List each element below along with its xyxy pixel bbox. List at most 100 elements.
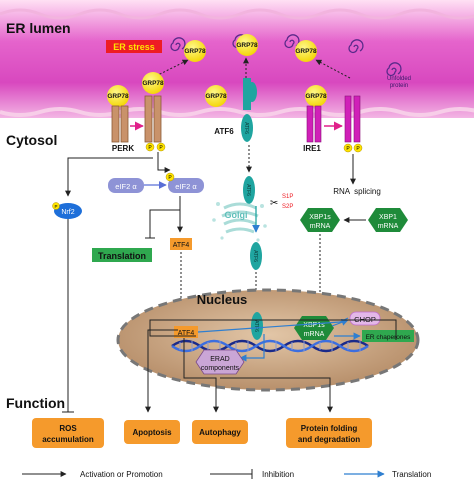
- er-chaperones-box: [362, 330, 414, 342]
- function-boxes: [32, 418, 372, 448]
- grp78-free-3: [295, 40, 317, 62]
- grp78-label: GRP78: [107, 93, 129, 100]
- erad-hexagon: [195, 349, 245, 375]
- grp78-label: GRP78: [184, 48, 206, 55]
- xbp1s-text-1: XBP1s: [309, 214, 331, 221]
- translation-box: [92, 248, 152, 262]
- grp78-free-2: [236, 34, 258, 56]
- golgi-label: Golgi: [225, 210, 248, 220]
- grp78-label: GRP78: [305, 93, 327, 100]
- golgi-apparatus: [221, 202, 259, 234]
- translation-text: Translation: [98, 251, 146, 261]
- erad-text-2: components: [201, 365, 240, 372]
- perk-receptor: [111, 95, 162, 143]
- phospho-label: P: [159, 145, 163, 151]
- xbp1-text-1: XBP1: [379, 214, 397, 221]
- nrf2-text: Nrf2: [61, 209, 74, 216]
- er-stress-banner: [106, 40, 162, 53]
- er-membrane-band: [0, 0, 474, 118]
- function-label: Function: [6, 395, 65, 411]
- ire1-receptor: [306, 95, 361, 143]
- chop-box: [349, 311, 381, 326]
- atf4-nuclear-text: ATF4: [178, 330, 195, 337]
- xbp1s-hexagon: [300, 208, 340, 232]
- function-protein-line1: Protein folding: [301, 424, 358, 433]
- function-ros-line2: accumulation: [42, 435, 94, 444]
- grp78-release-arrows: [155, 57, 351, 79]
- grp78-perk-bound: [107, 85, 129, 107]
- protein-folding-box: [286, 418, 372, 448]
- function-apoptosis: Apoptosis: [132, 428, 172, 437]
- eif2a-text: eIF2 α: [115, 182, 137, 191]
- grp78-perk-stress: [142, 72, 164, 94]
- autophagy-box: [192, 420, 248, 444]
- er-membrane-top-edge: [0, 8, 474, 20]
- dna-helix: [171, 339, 369, 353]
- grp78-label: GRP78: [295, 48, 317, 55]
- grp78-atf6-bound: [205, 85, 227, 107]
- atf4-cytosol-text: ATF4: [173, 242, 190, 249]
- phospho-label: P: [54, 204, 57, 209]
- phospho-label: P: [168, 175, 172, 181]
- function-autophagy: Autophagy: [199, 428, 241, 437]
- nuclear-translation-arrows: [197, 317, 361, 362]
- eif2a-phospho-box: [168, 178, 204, 193]
- xbp1s-nuclear-text-2: mRNA: [304, 331, 325, 338]
- legend: Activation or Promotion Inhibition Trans…: [22, 469, 431, 479]
- grp78-circles: [107, 34, 327, 107]
- nrf2-phospho-dot: [52, 202, 60, 210]
- eif2a-phospho-dot: [165, 172, 175, 182]
- s1p-label: S1P: [282, 194, 293, 200]
- atf6-vesicle-1-label: ATF6: [245, 184, 251, 196]
- atf6-label: ATF6: [214, 127, 234, 136]
- eif2a-phospho-text: eIF2 α: [175, 182, 197, 191]
- phospho-label: P: [148, 145, 152, 151]
- atf4-nuclear-box: [174, 326, 198, 338]
- er-membrane-bottom-edge: [0, 107, 474, 117]
- function-ros-line1: ROS: [59, 424, 77, 433]
- golgi-vesicles: [212, 202, 267, 242]
- ire1-label: IRE1: [303, 144, 321, 153]
- xbp1s-nuclear-hexagon: [294, 316, 334, 340]
- perk-phospho-1: [145, 142, 155, 152]
- perk-label: PERK: [112, 144, 134, 153]
- unfolded-protein-label-2: protein: [390, 83, 408, 89]
- scissors-icon: ✂: [270, 198, 278, 209]
- grp78-label: GRP78: [205, 93, 227, 100]
- er-chaperones-text: ER chaperones: [366, 334, 412, 341]
- xbp1-text-2: mRNA: [378, 223, 399, 230]
- er-stress-text: ER stress: [113, 42, 155, 52]
- atf6-cleaved-label: ATF6: [252, 250, 258, 262]
- phospho-label: P: [346, 146, 350, 152]
- grp78-ire1-bound: [305, 85, 327, 107]
- ros-accumulation-box: [32, 418, 104, 448]
- function-protein-line2: and degradation: [298, 435, 360, 444]
- atf6-cleaved-fragment: [250, 242, 262, 270]
- ire1-phospho-2: [353, 143, 363, 153]
- atf6-vesicle-1: [243, 176, 255, 204]
- s2p-label: S2P: [282, 204, 293, 210]
- xbp1s-text-2: mRNA: [310, 223, 331, 230]
- grp78-label: GRP78: [142, 80, 164, 87]
- cytosol-label: Cytosol: [6, 132, 57, 148]
- grp78-free-1: [184, 40, 206, 62]
- atf4-cytosol-box: [170, 238, 192, 250]
- xbp1-hexagon: [368, 208, 408, 232]
- atf6-receptor: ATF6: [241, 78, 257, 142]
- legend-translation-text: Translation: [392, 470, 431, 479]
- atf6-receptor-label: ATF6: [243, 122, 249, 134]
- apoptosis-box: [124, 420, 180, 444]
- perk-pathway-lines: [62, 152, 183, 413]
- function-output-lines: [145, 319, 397, 413]
- unfolded-protein-label-1: Unfolded: [387, 76, 411, 82]
- er-lumen-label: ER lumen: [6, 20, 71, 36]
- legend-inhibition-text: Inhibition: [262, 470, 294, 479]
- eif2a-box: [108, 178, 144, 193]
- nrf2-pill: [54, 203, 82, 219]
- rna-splicing-label: RNA splicing: [333, 187, 381, 196]
- nucleus-label: Nucleus: [197, 292, 248, 307]
- perk-phospho-2: [156, 142, 166, 152]
- grp78-label: GRP78: [236, 42, 258, 49]
